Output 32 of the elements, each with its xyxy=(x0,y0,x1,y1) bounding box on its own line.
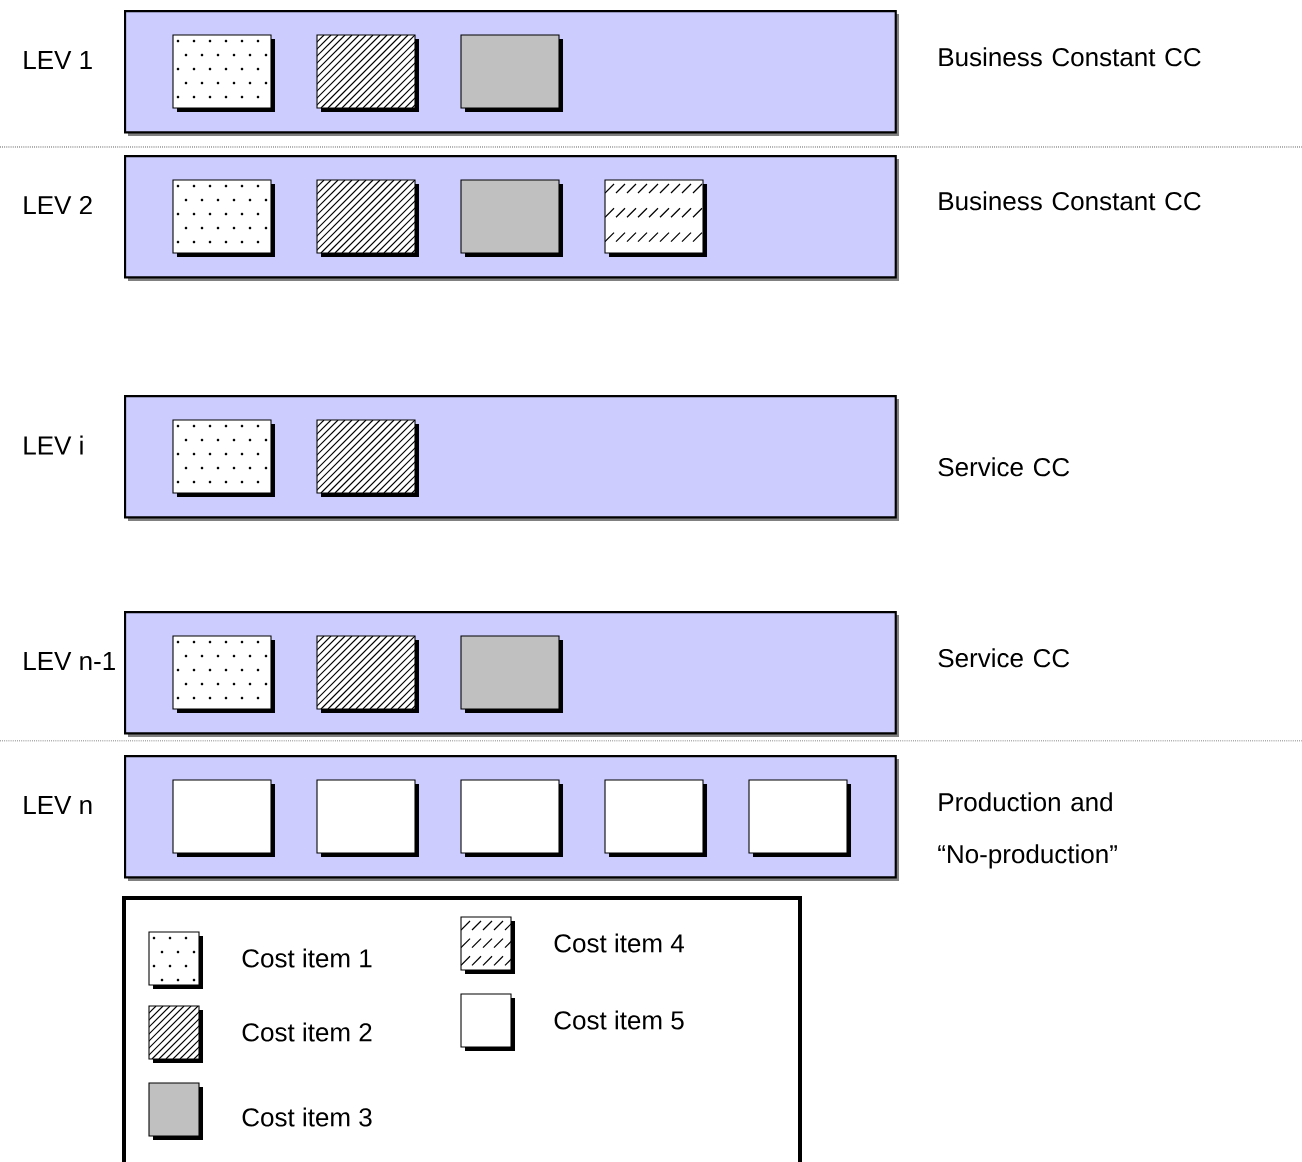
legend-label: Cost item 4 xyxy=(554,933,684,953)
legend-label: Cost item 3 xyxy=(242,1107,372,1127)
cost-item-box xyxy=(460,635,563,713)
cost-item-box xyxy=(316,34,419,112)
cost-item-box xyxy=(172,419,275,497)
level-label: LEV n xyxy=(24,796,92,814)
level-label: LEV 1 xyxy=(24,51,92,69)
cost-item-box xyxy=(316,779,419,857)
cost-item-box xyxy=(604,779,707,857)
legend-label: Cost item 1 xyxy=(242,948,372,968)
cost-center-label: Service CC xyxy=(938,648,1070,668)
cost-item-box xyxy=(172,179,275,257)
legend-label: Cost item 5 xyxy=(554,1010,684,1030)
legend-label: Cost item 2 xyxy=(242,1022,372,1042)
cost-item-box xyxy=(316,179,419,257)
cost-center-label: Business Constant CC xyxy=(939,191,1201,211)
level-label: LEV i xyxy=(24,435,83,455)
cost-item-box xyxy=(172,635,275,713)
cost-item-box xyxy=(172,34,275,112)
cost-item-box xyxy=(316,419,419,497)
cost-item-box xyxy=(316,635,419,713)
cost-center-label: Production and “No-production” xyxy=(938,792,1117,869)
level-label: LEV n-1 xyxy=(24,652,115,670)
level-label: LEV 2 xyxy=(24,195,92,215)
cost-center-label: Business Constant CC xyxy=(939,47,1201,67)
cost-item-box xyxy=(604,179,707,257)
cost-item-box xyxy=(460,179,563,257)
cost-center-label: Service CC xyxy=(938,457,1070,477)
cost-item-box xyxy=(460,779,563,857)
cost-item-box xyxy=(172,779,275,857)
cost-item-box xyxy=(748,779,851,857)
cost-item-box xyxy=(460,34,563,112)
